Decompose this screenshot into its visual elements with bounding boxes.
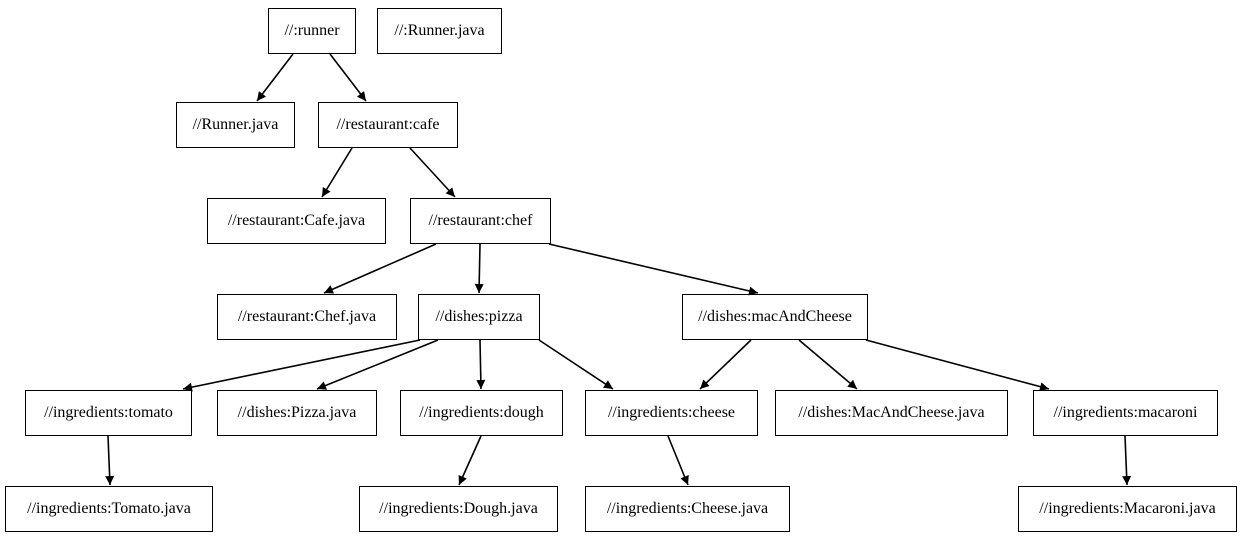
edge-cheese-to-cheese-java [667,435,689,486]
node-cafe: //restaurant:cafe [318,102,458,148]
node-label: //ingredients:macaroni [1053,404,1198,421]
node-pizza-java: //dishes:Pizza.java [217,390,377,436]
edge-dough-to-dough-java [458,435,482,486]
node-label: //restaurant:Cafe.java [227,212,366,229]
edge-runner-to-cafe [329,53,367,102]
node-label: //dishes:macAndCheese [698,308,852,325]
node-label: //ingredients:Macaroni.java [1039,500,1216,517]
node-pizza: //dishes:pizza [418,294,540,340]
node-label: //ingredients:dough [419,404,544,421]
node-mac-and-cheese: //dishes:macAndCheese [682,294,868,340]
edge-pizza-to-dough [476,339,486,390]
node-label: //ingredients:cheese [607,404,736,421]
edge-chef-to-pizza [474,243,484,294]
node-label: //dishes:pizza [435,308,523,325]
edge-chef-to-mac-and-cheese [548,243,759,296]
edge-cafe-to-chef [409,147,456,198]
node-runner-java-top: //:Runner.java [377,8,502,54]
edge-mac-and-cheese-to-macaroni [865,339,1050,392]
node-tomato-java: //ingredients:Tomato.java [5,486,213,532]
node-label: //ingredients:tomato [44,404,173,421]
node-runner: //:runner [268,8,356,54]
edge-chef-to-chef-java [323,243,437,294]
edge-runner-to-runner-java [256,53,294,102]
node-runner-java: //Runner.java [176,102,295,148]
node-macaroni: //ingredients:macaroni [1033,390,1218,436]
edge-pizza-to-cheese [538,339,614,390]
edge-cafe-to-cafe-java [321,147,353,198]
node-tomato: //ingredients:tomato [25,390,192,436]
edge-mac-and-cheese-to-cheese [699,339,752,390]
edge-tomato-to-tomato-java [105,435,115,486]
node-label: //:Runner.java [394,22,485,39]
node-cheese: //ingredients:cheese [585,390,758,436]
node-mac-and-cheese-java: //dishes:MacAndCheese.java [775,390,1008,436]
node-label: //restaurant:cafe [336,116,440,133]
node-label: //dishes:MacAndCheese.java [798,404,985,421]
node-cafe-java: //restaurant:Cafe.java [207,198,386,244]
node-macaroni-java: //ingredients:Macaroni.java [1018,486,1237,532]
edge-pizza-to-pizza-java [316,339,439,390]
node-label: //ingredients:Tomato.java [27,500,191,517]
edge-macaroni-to-macaroni-java [1122,435,1132,486]
node-label: //ingredients:Dough.java [379,500,538,517]
node-label: //dishes:Pizza.java [237,404,357,421]
node-dough-java: //ingredients:Dough.java [359,486,558,532]
node-label: //restaurant:chef [428,212,533,229]
node-dough: //ingredients:dough [400,390,563,436]
node-label: //Runner.java [192,116,279,133]
node-chef: //restaurant:chef [410,198,551,244]
edge-pizza-to-tomato [182,339,421,392]
node-label: //ingredients:Cheese.java [606,500,769,517]
node-label: //:runner [284,22,340,39]
node-label: //restaurant:Chef.java [237,308,377,325]
node-chef-java: //restaurant:Chef.java [217,294,397,340]
node-cheese-java: //ingredients:Cheese.java [585,486,790,532]
edge-mac-and-cheese-to-mac-and-cheese-java [798,339,858,390]
